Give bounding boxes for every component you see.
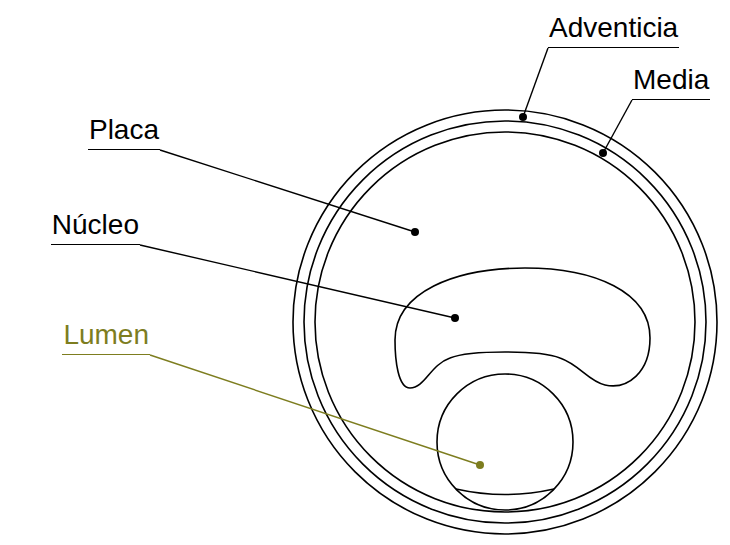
media-outline xyxy=(304,121,706,523)
part-label: Núcleo xyxy=(51,210,140,245)
part-label: Media xyxy=(632,65,710,100)
leader-dot xyxy=(599,149,607,157)
leader-line xyxy=(603,100,632,153)
adventicia-outline xyxy=(293,110,717,534)
intima-outline xyxy=(315,132,695,512)
part-label: Lumen xyxy=(62,320,150,355)
lumen-chord xyxy=(456,489,554,495)
lumen-outline xyxy=(437,374,573,510)
part-label: Adventicia xyxy=(548,13,679,48)
leader-dot xyxy=(451,314,459,322)
leader-line xyxy=(150,355,480,465)
leader-dot xyxy=(519,113,527,121)
leader-line xyxy=(523,48,548,117)
leader-dot xyxy=(476,461,484,469)
leader-line xyxy=(160,150,415,232)
leader-dot xyxy=(411,228,419,236)
part-label: Placa xyxy=(88,115,160,150)
nucleus-outline xyxy=(395,268,650,388)
leader-line xyxy=(140,245,455,318)
